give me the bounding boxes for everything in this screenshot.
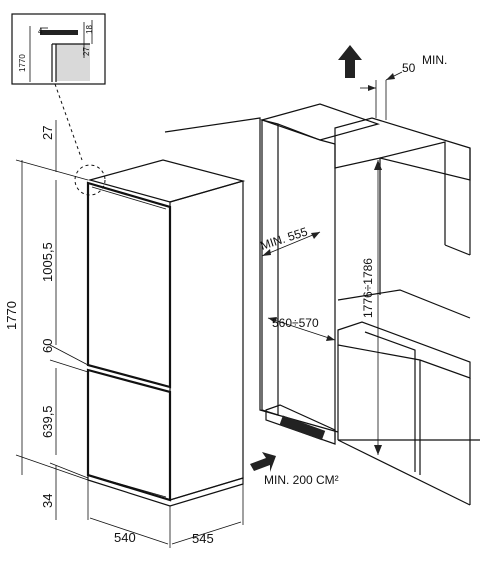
- vent-grille: [279, 415, 326, 441]
- refrigerator: [86, 159, 246, 507]
- vent-area-label: MIN. 200 CM²: [264, 473, 339, 487]
- lower-cabinet-top: [337, 321, 471, 379]
- arrow-in-icon: [250, 452, 276, 472]
- dim-arrow-depth-b: [311, 232, 320, 239]
- dim-line-width: [89, 517, 169, 545]
- dim-mid-gap: 60: [40, 339, 55, 353]
- detail-inset: 4 18 27 1770: [11, 13, 106, 85]
- detail-height: 1770: [18, 54, 27, 72]
- dim-lower-door: 639,5: [40, 405, 55, 438]
- dim-upper-door: 1005,5: [40, 242, 55, 282]
- dim-ext-total-bottom: [15, 454, 89, 481]
- dim-ext-total-top: [15, 159, 89, 181]
- upper-cabinet-door: [379, 141, 446, 245]
- detail-top-bar: [40, 30, 78, 35]
- detail-frame: [11, 13, 106, 85]
- niche-left-panel: [261, 119, 279, 416]
- cabinet-niche: [164, 103, 480, 506]
- niche-back-edge: [319, 139, 336, 145]
- dim-niche-width: 560÷570: [272, 316, 319, 330]
- dim-arrow-vent-b: [386, 73, 395, 80]
- lower-cabinet-floor: [337, 439, 471, 506]
- dim-total-height: 1770: [4, 301, 19, 330]
- lower-cabinet-door-a: [364, 331, 416, 472]
- left-dimensions: 1770 27 1005,5 60 639,5 34: [4, 120, 89, 520]
- dim-niche-height: 1776÷1786: [361, 258, 375, 318]
- dim-arrow-height-bottom: [374, 445, 382, 455]
- fridge-lower-door: [86, 368, 172, 502]
- base-dimensions: 540 545: [87, 480, 244, 548]
- dim-top-gap: 27: [40, 126, 55, 140]
- dim-ext-mid-top: [49, 344, 89, 366]
- dim-line-niche-width: [267, 317, 336, 341]
- dim-line-depth: [171, 521, 242, 545]
- detail-side-height: 27: [82, 47, 91, 56]
- dim-depth: 545: [192, 531, 214, 546]
- dim-width: 540: [114, 530, 136, 545]
- wall-outline: [164, 117, 339, 433]
- fridge-upper-door: [86, 181, 172, 389]
- dim-arrow-width-b: [326, 335, 335, 341]
- dim-line-niche-depth: [261, 231, 321, 257]
- niche-top-panel: [259, 103, 381, 141]
- upper-cabinet-bottom: [444, 244, 471, 256]
- dim-arrow-depth-a: [262, 249, 271, 256]
- fridge-door-edge-top: [91, 186, 167, 210]
- upper-cabinet-top: [334, 117, 471, 181]
- cabinet-shelf: [337, 289, 471, 319]
- detail-leader-line: [54, 83, 83, 161]
- fridge-plinth: [87, 474, 244, 507]
- fridge-right-side: [169, 180, 244, 501]
- detail-circle: [74, 164, 106, 196]
- dim-niche-depth: MIN. 555: [259, 224, 310, 252]
- dim-arrow-height-top: [374, 160, 382, 170]
- fridge-top-face: [87, 159, 246, 203]
- detail-top-offset: 4: [38, 27, 43, 36]
- niche-top-inner: [277, 123, 321, 141]
- arrow-up-icon: [338, 45, 362, 78]
- dim-arrow-vent-a: [368, 85, 376, 91]
- detail-right-height: 18: [85, 25, 94, 34]
- dim-vent-gap: 50: [402, 61, 416, 75]
- niche-floor: [265, 404, 336, 445]
- dim-bottom: 34: [40, 494, 55, 508]
- dim-ext-mid-bottom: [49, 359, 89, 373]
- dim-vent-gap-unit: MIN.: [422, 53, 447, 67]
- dim-arrow-width-a: [268, 317, 277, 323]
